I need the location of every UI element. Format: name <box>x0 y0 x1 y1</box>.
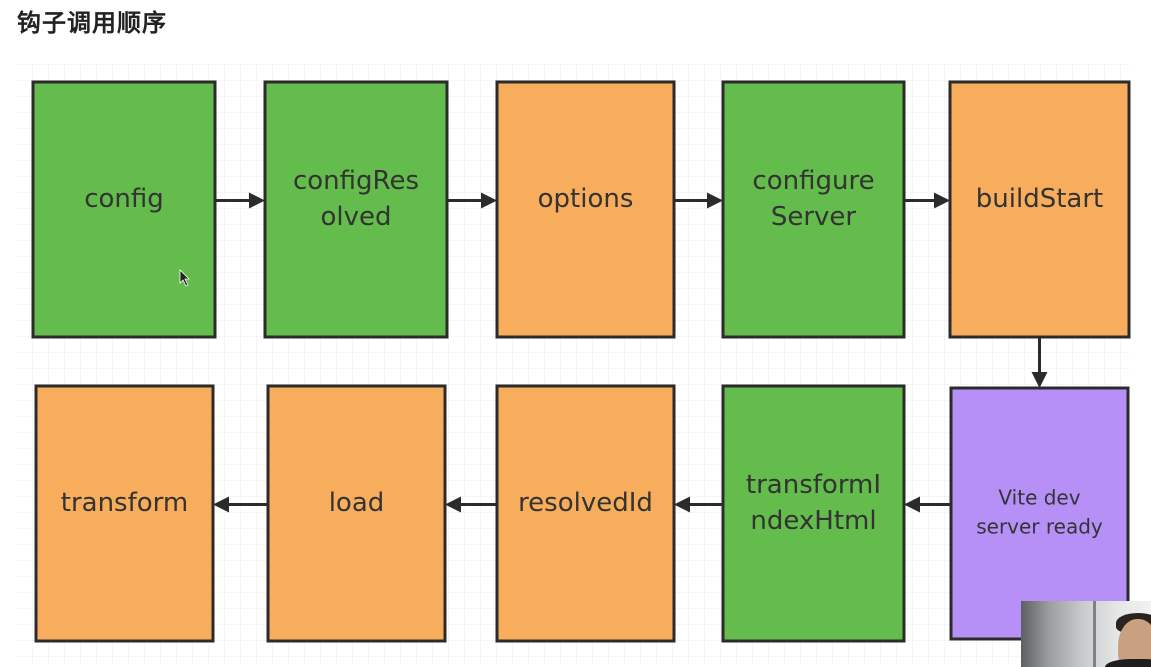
hook-node-transform: transform <box>34 384 215 643</box>
hook-box <box>948 80 1131 339</box>
hook-box <box>495 80 676 339</box>
arrow-buildStart-to-viteDevServerReady <box>1031 337 1048 388</box>
hook-label: olved <box>320 202 391 232</box>
hook-box <box>721 384 906 643</box>
arrow-options-to-configureServer <box>674 192 723 209</box>
hook-box <box>266 384 447 643</box>
hook-label: transform <box>61 488 188 518</box>
mouse-cursor-icon <box>179 269 190 287</box>
hook-label: server ready <box>976 515 1103 539</box>
hook-box <box>949 386 1130 641</box>
hook-box <box>495 384 676 643</box>
arrow-head-icon <box>249 192 265 209</box>
arrow-load-to-transform <box>213 496 268 513</box>
hook-node-options: options <box>495 80 676 339</box>
hook-label: transformI <box>746 470 881 500</box>
nodes-layer: config configRes olved options configureServ… <box>31 80 1131 643</box>
presenter-webcam <box>1021 601 1151 667</box>
arrow-head-icon <box>707 192 723 209</box>
arrow-head-icon <box>934 192 950 209</box>
hook-box <box>31 80 217 339</box>
hook-label: ndexHtml <box>750 506 876 536</box>
arrow-head-icon <box>674 496 690 513</box>
hook-node-resolvedId: resolvedId <box>495 384 676 643</box>
hook-node-transformIndexHtml: transformI ndexHtml <box>721 384 906 643</box>
hook-node-load: load <box>266 384 447 643</box>
hook-node-configResolved: configRes olved <box>263 80 449 339</box>
hook-label: options <box>538 184 634 214</box>
arrow-resolvedId-to-load <box>445 496 497 513</box>
arrow-head-icon <box>481 192 497 209</box>
hook-node-viteDevServerReady: Vite dev server ready <box>949 386 1130 641</box>
arrow-configResolved-to-options <box>447 192 497 209</box>
arrow-head-icon <box>445 496 461 513</box>
hook-label: load <box>329 488 385 518</box>
hook-label: Server <box>771 202 857 232</box>
edges-layer <box>213 192 1048 513</box>
page-title: 钩子调用顺序 <box>17 9 167 37</box>
arrow-transformIndexHtml-to-resolvedId <box>674 496 723 513</box>
hook-label: config <box>84 184 164 214</box>
arrow-head-icon <box>904 496 920 513</box>
arrow-head-icon <box>213 496 229 513</box>
arrow-head-icon <box>1031 372 1048 388</box>
arrow-viteDevServerReady-to-transformIndexHtml <box>904 496 951 513</box>
hook-node-config: config <box>31 80 217 339</box>
hook-node-buildStart: buildStart <box>948 80 1131 339</box>
hook-label: configure <box>752 166 874 196</box>
hook-label: Vite dev <box>998 486 1080 510</box>
hook-label: buildStart <box>976 184 1103 214</box>
hook-box <box>721 80 906 339</box>
hook-box <box>34 384 215 643</box>
hook-label: configRes <box>293 166 419 196</box>
hook-label: resolvedId <box>518 488 653 518</box>
arrow-configureServer-to-buildStart <box>904 192 950 209</box>
hook-box <box>263 80 449 339</box>
arrow-config-to-configResolved <box>215 192 265 209</box>
